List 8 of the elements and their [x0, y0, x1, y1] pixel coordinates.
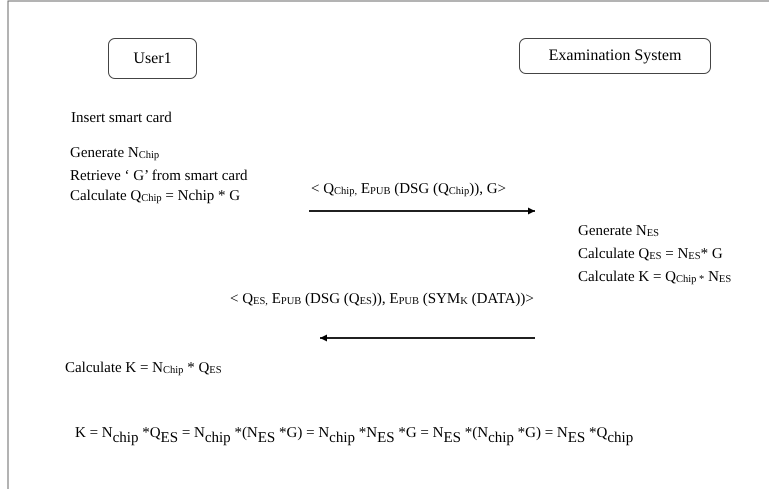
step-text: Calculate K = N$_{Chip}$ * Q$_{ES}$ — [65, 359, 222, 378]
arrow — [320, 334, 535, 342]
actor-box: Examination System — [519, 38, 711, 74]
arrow — [309, 208, 535, 214]
step-text: Generate N$_{Chip}$ Retrieve ‘ G’ from smart card Calculate Q$_{Chip}$ = Nchip * G — [68, 143, 309, 205]
step-text: Insert smart card — [71, 109, 172, 127]
step-text: Generate N$_{ES}$ Calculate Q$_{ES}$ = N$_{ES}$* G Calculate K = Q$_{Chip *}$ N$_{ES}$ — [535, 205, 762, 345]
actor-box: User1 — [108, 38, 197, 79]
